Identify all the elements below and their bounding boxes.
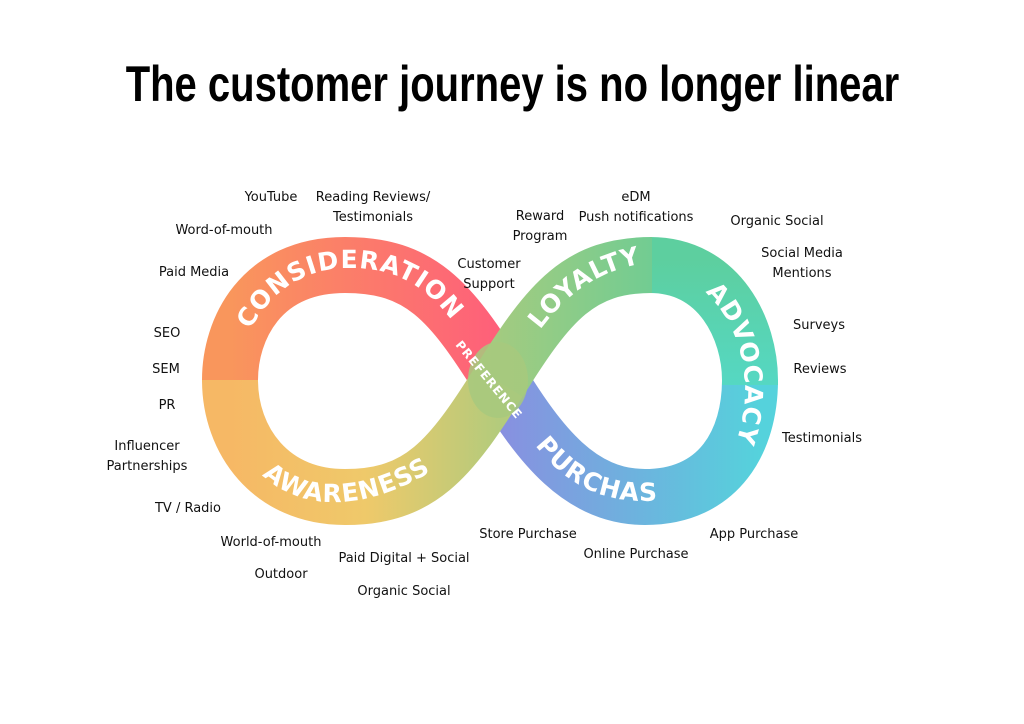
label-testimonials: Testimonials [781,431,863,446]
label-line: Influencer [114,439,180,454]
label-outdoor: Outdoor [254,567,308,582]
label-paid-media: Paid Media [158,265,230,280]
label-reading-reviews: Reading Reviews/Testimonials [316,188,430,228]
advocacy-segment [648,237,778,385]
label-paid-digital: Paid Digital + Social [338,551,470,566]
label-sem: SEM [152,362,180,377]
label-edm: eDM Push notifications [579,188,694,228]
label-organic-social-top: Organic Social [730,214,824,229]
preference-highlight [468,342,528,418]
label-online-purchase: Online Purchase [583,547,689,562]
label-pr: PR [158,398,176,413]
label-app-purchase: App Purchase [709,527,799,542]
label-line: Testimonials [332,210,414,225]
label-store-purchase: Store Purchase [479,527,577,542]
label-line: Reward [515,209,565,224]
label-tv-radio: TV / Radio [154,501,222,516]
label-organic-social-bottom: Organic Social [357,584,451,599]
label-line: Customer [457,257,521,272]
label-line: Push notifications [578,210,694,225]
label-word-of-mouth: Word-of-mouth [175,223,273,238]
awareness-segment [202,365,524,526]
label-line: Reading Reviews/ [315,190,431,205]
label-line: Mentions [772,266,832,281]
label-seo: SEO [153,326,181,341]
label-surveys: Surveys [793,318,845,333]
label-reviews: Reviews [793,362,847,377]
label-line: Partnerships [106,459,188,474]
label-youtube: YouTube [244,190,298,205]
title-text: The customer journey is no longer linear [125,56,899,112]
consideration-segment [202,236,524,395]
page-title: The customer journey is no longer linear [0,55,1024,113]
label-line: Social Media [761,246,843,261]
purchase-segment [476,365,778,526]
label-world-of-mouth: World-of-mouth [220,535,322,550]
label-line: eDM [621,190,651,205]
label-line: Program [512,229,568,244]
label-line: Support [463,277,515,292]
